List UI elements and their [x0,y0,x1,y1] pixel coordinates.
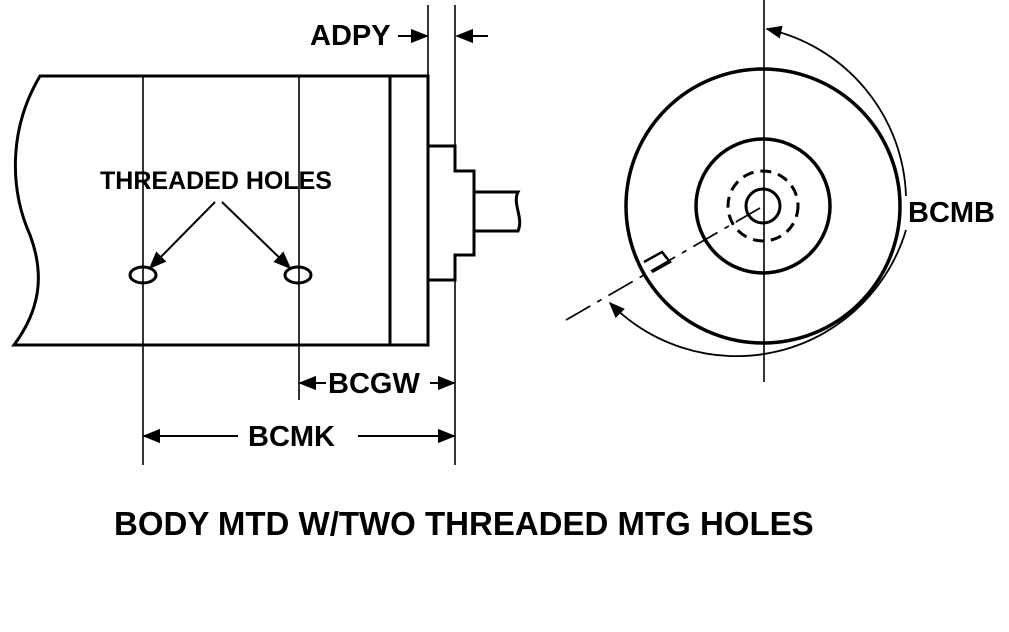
shaft-circle [744,187,782,225]
bcmb-arc-bottom [608,229,907,358]
figure-caption: BODY MTD W/TWO THREADED MTG HOLES [114,505,814,542]
adpy-label: ADPY [310,20,391,52]
bcgw-label: BCGW [328,368,420,400]
pilot-boss [428,144,476,282]
hole-marker [643,250,672,274]
threaded-hole-right [283,265,313,285]
radial-centerline [565,207,761,321]
leader-left [148,201,216,270]
bcmb-label: BCMB [908,197,995,229]
threaded-hole-left [128,265,158,285]
hidden-bore-circle [726,169,800,243]
end-view [565,0,907,382]
motor-body [11,74,430,347]
shaft [474,190,522,233]
side-view [11,5,522,465]
pilot-circle [694,137,832,275]
center-ticks [759,67,769,345]
leader-right [221,201,292,270]
bcmb-arc-top [765,25,907,197]
bcmk-label: BCMK [248,421,335,453]
outer-body-circle [624,67,902,345]
threaded-holes-label: THREADED HOLES [100,167,332,195]
